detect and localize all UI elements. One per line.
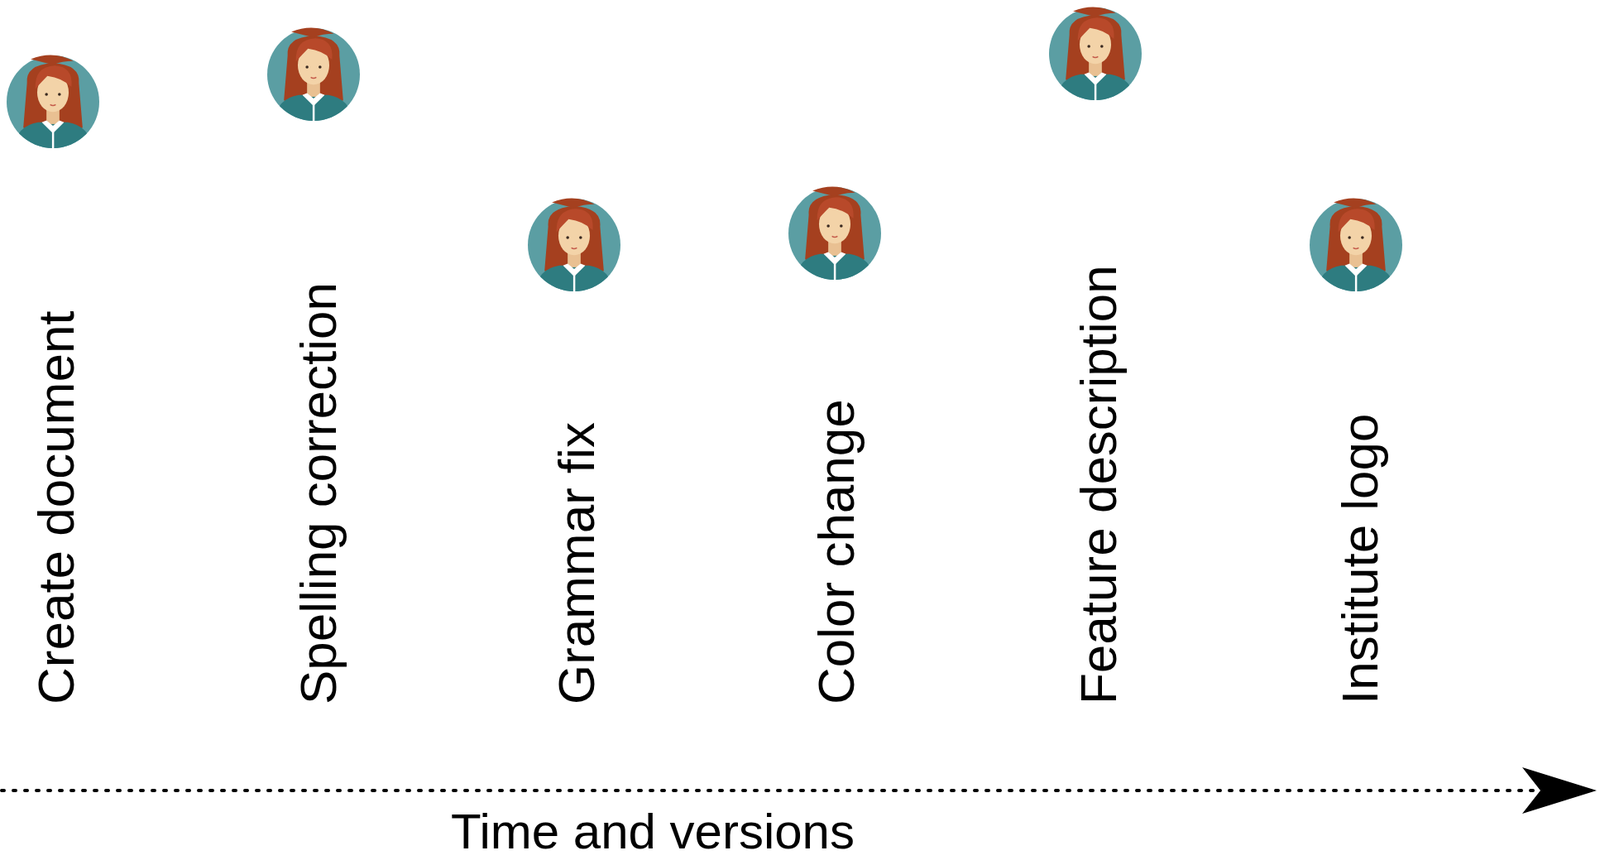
author-avatar — [527, 197, 621, 292]
axis-label: Time and versions — [450, 801, 855, 862]
timeline-axis — [1, 788, 1543, 792]
version-label: Grammar fix — [546, 421, 608, 705]
version-label: Feature description — [1068, 264, 1130, 705]
author-avatar — [788, 186, 882, 280]
version-label: Spelling correction — [287, 282, 350, 705]
author-avatar — [6, 54, 100, 149]
version-label: Create document — [25, 310, 87, 705]
author-avatar — [267, 27, 360, 121]
author-avatar — [1309, 197, 1403, 292]
version-label: Color change — [805, 398, 868, 705]
timeline-arrowhead — [1522, 766, 1597, 814]
author-avatar — [1049, 6, 1142, 101]
version-label: Institute logo — [1329, 412, 1391, 705]
